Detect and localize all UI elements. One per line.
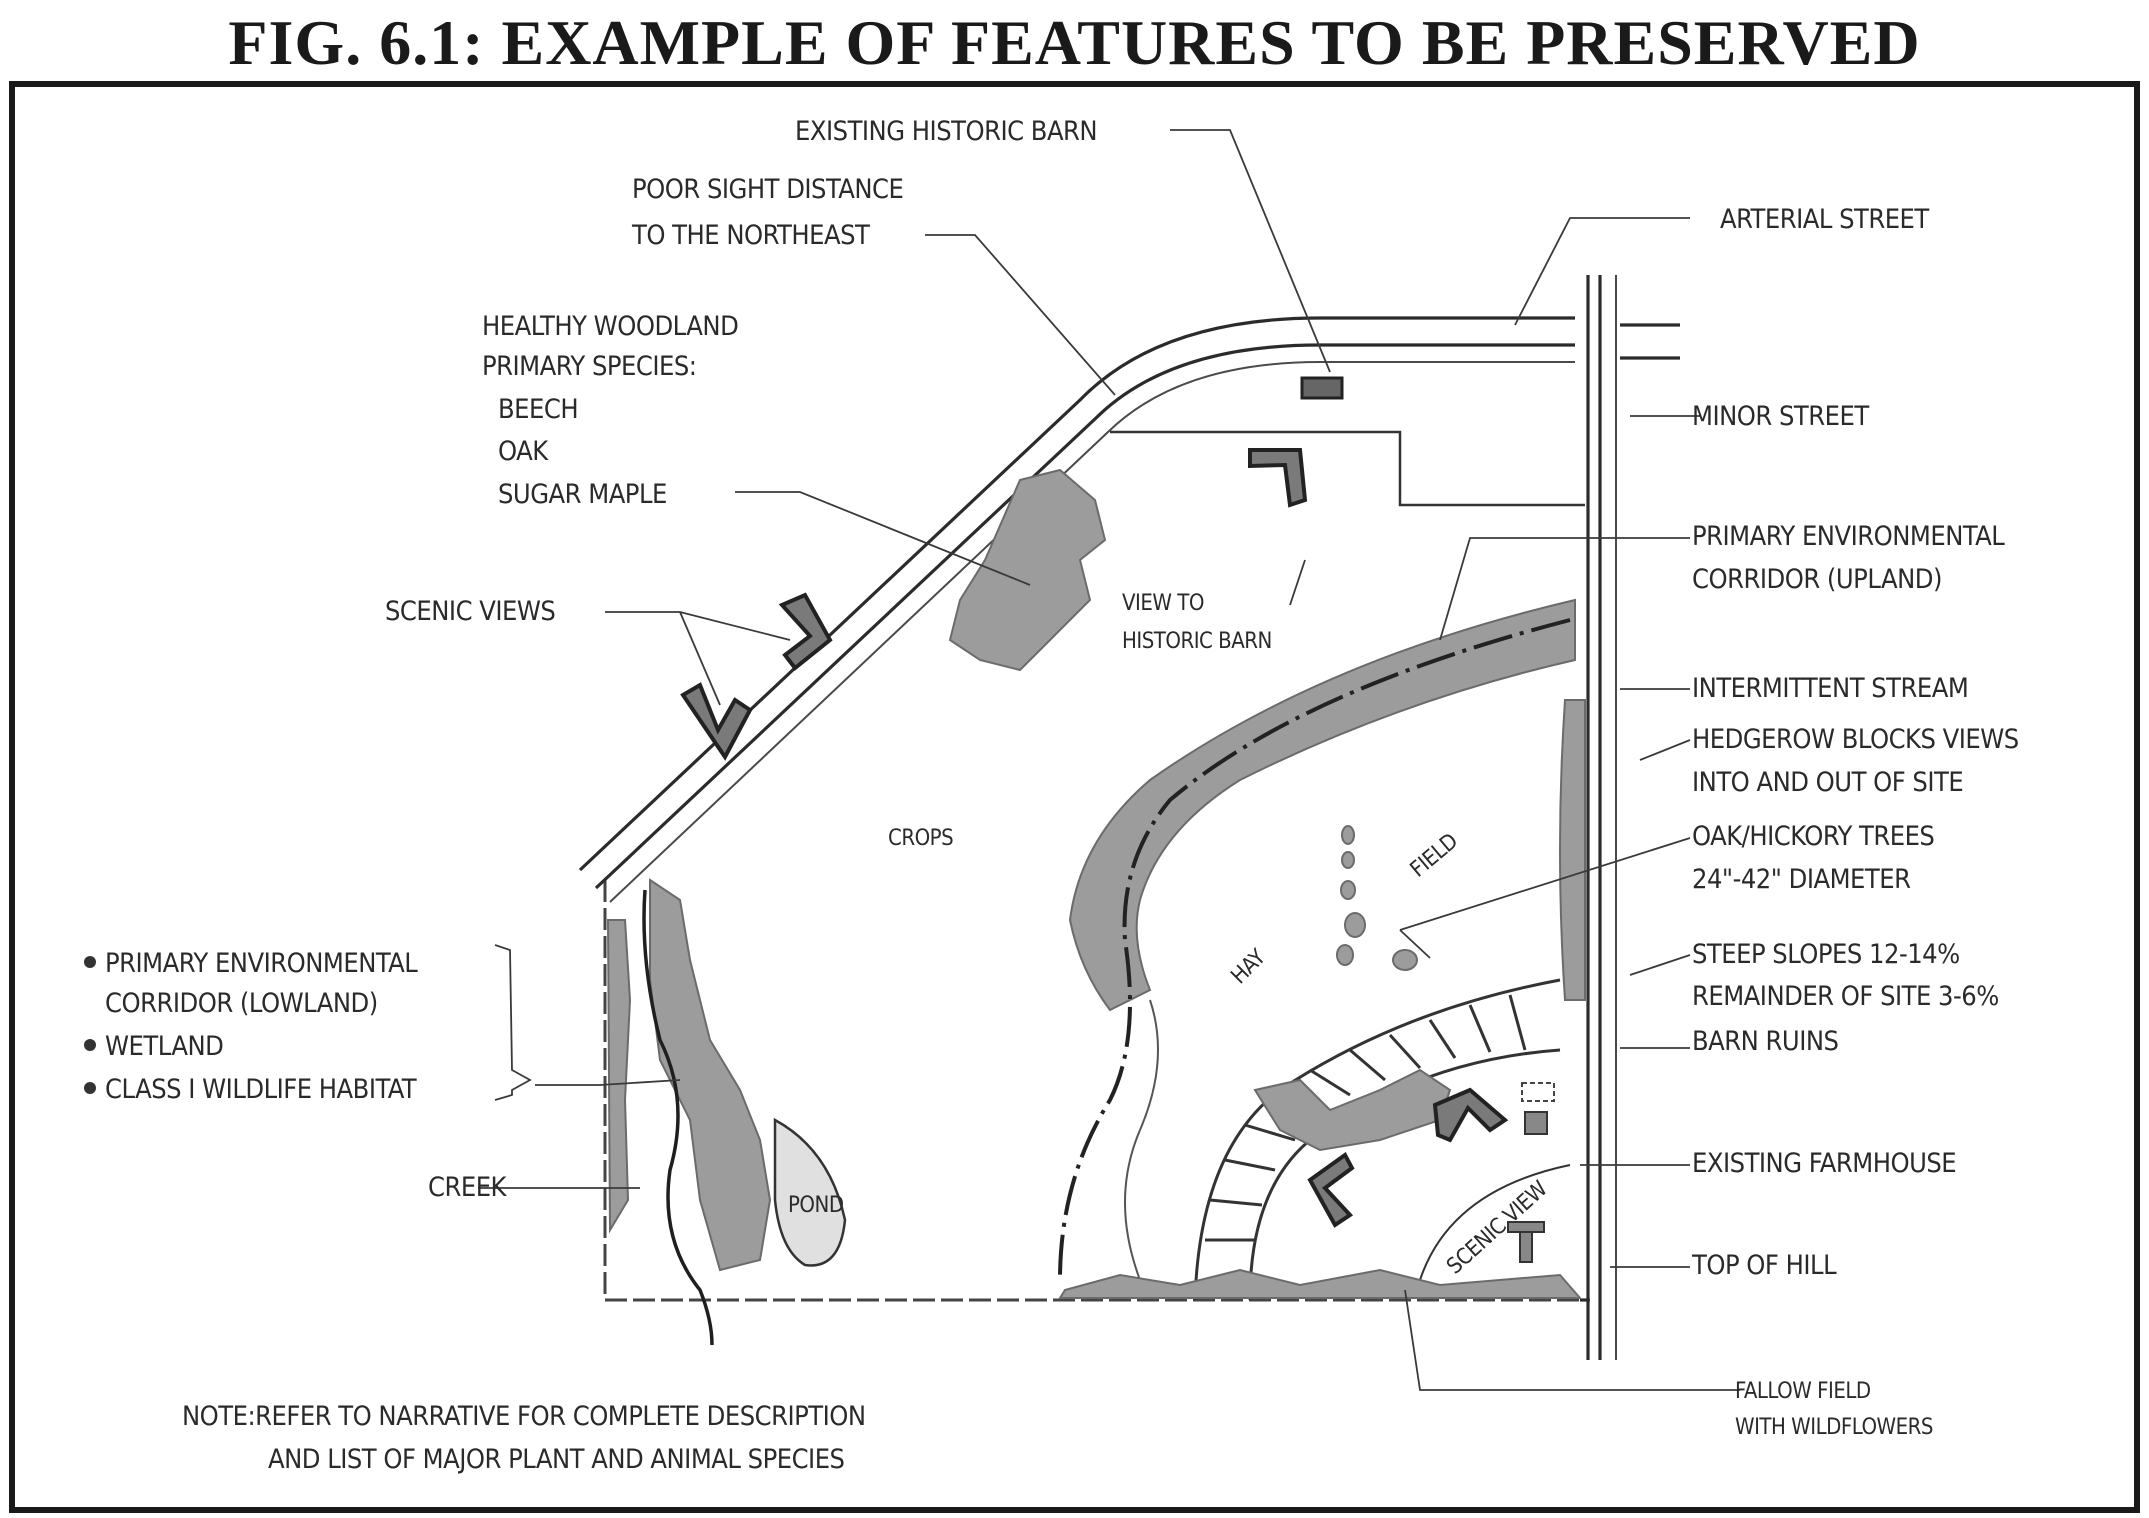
property-boundary [603, 880, 1590, 1302]
label-corridor-upland-1: PRIMARY ENVIRONMENTAL [1692, 521, 2005, 552]
label-arterial-street: ARTERIAL STREET [1720, 204, 1929, 235]
label-species-beech: BEECH [498, 394, 578, 425]
label-wildlife-habitat: CLASS I WILDLIFE HABITAT [105, 1074, 417, 1105]
label-woodland-heading-1: HEALTHY WOODLAND [482, 311, 738, 342]
pond [773, 1117, 847, 1267]
lowland-callout-group: PRIMARY ENVIRONMENTAL CORRIDOR (LOWLAND)… [84, 948, 419, 1105]
label-barn-ruins: BARN RUINS [1692, 1026, 1839, 1057]
bullet-icon [84, 956, 96, 968]
label-woodland-heading-2: PRIMARY SPECIES: [482, 351, 696, 382]
figure-title: FIG. 6.1: EXAMPLE OF FEATURES TO BE PRES… [228, 7, 1921, 78]
barn-ruins-icon [1521, 1082, 1555, 1102]
label-fallow-field-1: FALLOW FIELD [1735, 1379, 1871, 1404]
upland-corridor [1068, 598, 1576, 1012]
map-label-pond: POND [788, 1193, 844, 1218]
scenic-view-chevron-2 [680, 682, 753, 761]
label-poor-sight-distance-2: TO THE NORTHEAST [631, 220, 870, 251]
historic-barn-icon [1300, 376, 1344, 400]
figure-frame [9, 81, 2140, 1513]
label-lowland-1: PRIMARY ENVIRONMENTAL [105, 948, 418, 979]
corridor-edge [1124, 999, 1159, 1281]
oak-hickory-trees [1336, 825, 1418, 971]
hedgerow [1559, 699, 1586, 1001]
label-top-of-hill: TOP OF HILL [1691, 1250, 1837, 1281]
minor-street [1580, 275, 1617, 1360]
label-intermittent-stream: INTERMITTENT STREAM [1692, 673, 1968, 704]
barn-lot-line [1110, 430, 1585, 507]
label-minor-street: MINOR STREET [1692, 401, 1869, 432]
map-label-hay: HAY [1227, 944, 1272, 989]
map-label-crops: CROPS [888, 826, 953, 851]
label-species-oak: OAK [498, 436, 549, 467]
steep-slopes [1193, 978, 1561, 1301]
note-line-1: NOTE:REFER TO NARRATIVE FOR COMPLETE DES… [182, 1401, 866, 1432]
label-corridor-upland-2: CORRIDOR (UPLAND) [1692, 564, 1942, 595]
label-view-to-barn-1: VIEW TO [1122, 591, 1204, 616]
top-of-hill-icon [1507, 1221, 1545, 1263]
intermittent-stream [1058, 618, 1571, 1281]
woodland-patch [948, 468, 1107, 672]
farmhouse-icon [1524, 1111, 1548, 1135]
label-existing-farmhouse: EXISTING FARMHOUSE [1692, 1148, 1956, 1179]
wetland-strip [606, 919, 632, 1234]
scenic-view-chevron-4 [1432, 1087, 1509, 1143]
bullet-icon [84, 1082, 96, 1094]
label-oak-hickory-1: OAK/HICKORY TREES [1692, 821, 1934, 852]
label-existing-historic-barn: EXISTING HISTORIC BARN [795, 116, 1097, 147]
label-lowland-2: CORRIDOR (LOWLAND) [105, 988, 378, 1019]
arterial-street [578, 316, 1680, 903]
label-fallow-field-2: WITH WILDFLOWERS [1735, 1415, 1933, 1440]
label-creek: CREEK [428, 1172, 508, 1203]
creek-line [642, 889, 714, 1346]
label-view-to-barn-2: HISTORIC BARN [1122, 629, 1272, 654]
label-hedgerow-2: INTO AND OUT OF SITE [1692, 767, 1963, 798]
label-hedgerow-1: HEDGEROW BLOCKS VIEWS [1692, 724, 2019, 755]
view-to-barn-chevron [1248, 448, 1308, 508]
scenic-view-chevron-3 [1307, 1152, 1355, 1228]
map-label-field: FIELD [1406, 829, 1463, 883]
label-scenic-views: SCENIC VIEWS [385, 596, 555, 627]
label-steep-slopes-1: STEEP SLOPES 12-14% [1692, 939, 1960, 970]
scenic-view-chevron-1 [778, 592, 833, 671]
bullet-icon [84, 1039, 96, 1051]
leader-lines [478, 129, 1740, 1391]
label-wetland: WETLAND [105, 1031, 223, 1062]
label-oak-hickory-2: 24"-42" DIAMETER [1692, 864, 1911, 895]
label-poor-sight-distance-1: POOR SIGHT DISTANCE [632, 174, 903, 205]
note-line-2: AND LIST OF MAJOR PLANT AND ANIMAL SPECI… [268, 1444, 845, 1475]
lowland-corridor [649, 878, 772, 1272]
label-steep-slopes-2: REMAINDER OF SITE 3-6% [1692, 981, 1999, 1012]
scenic-view-arc [1419, 1164, 1571, 1281]
label-species-sugar-maple: SUGAR MAPLE [498, 479, 667, 510]
